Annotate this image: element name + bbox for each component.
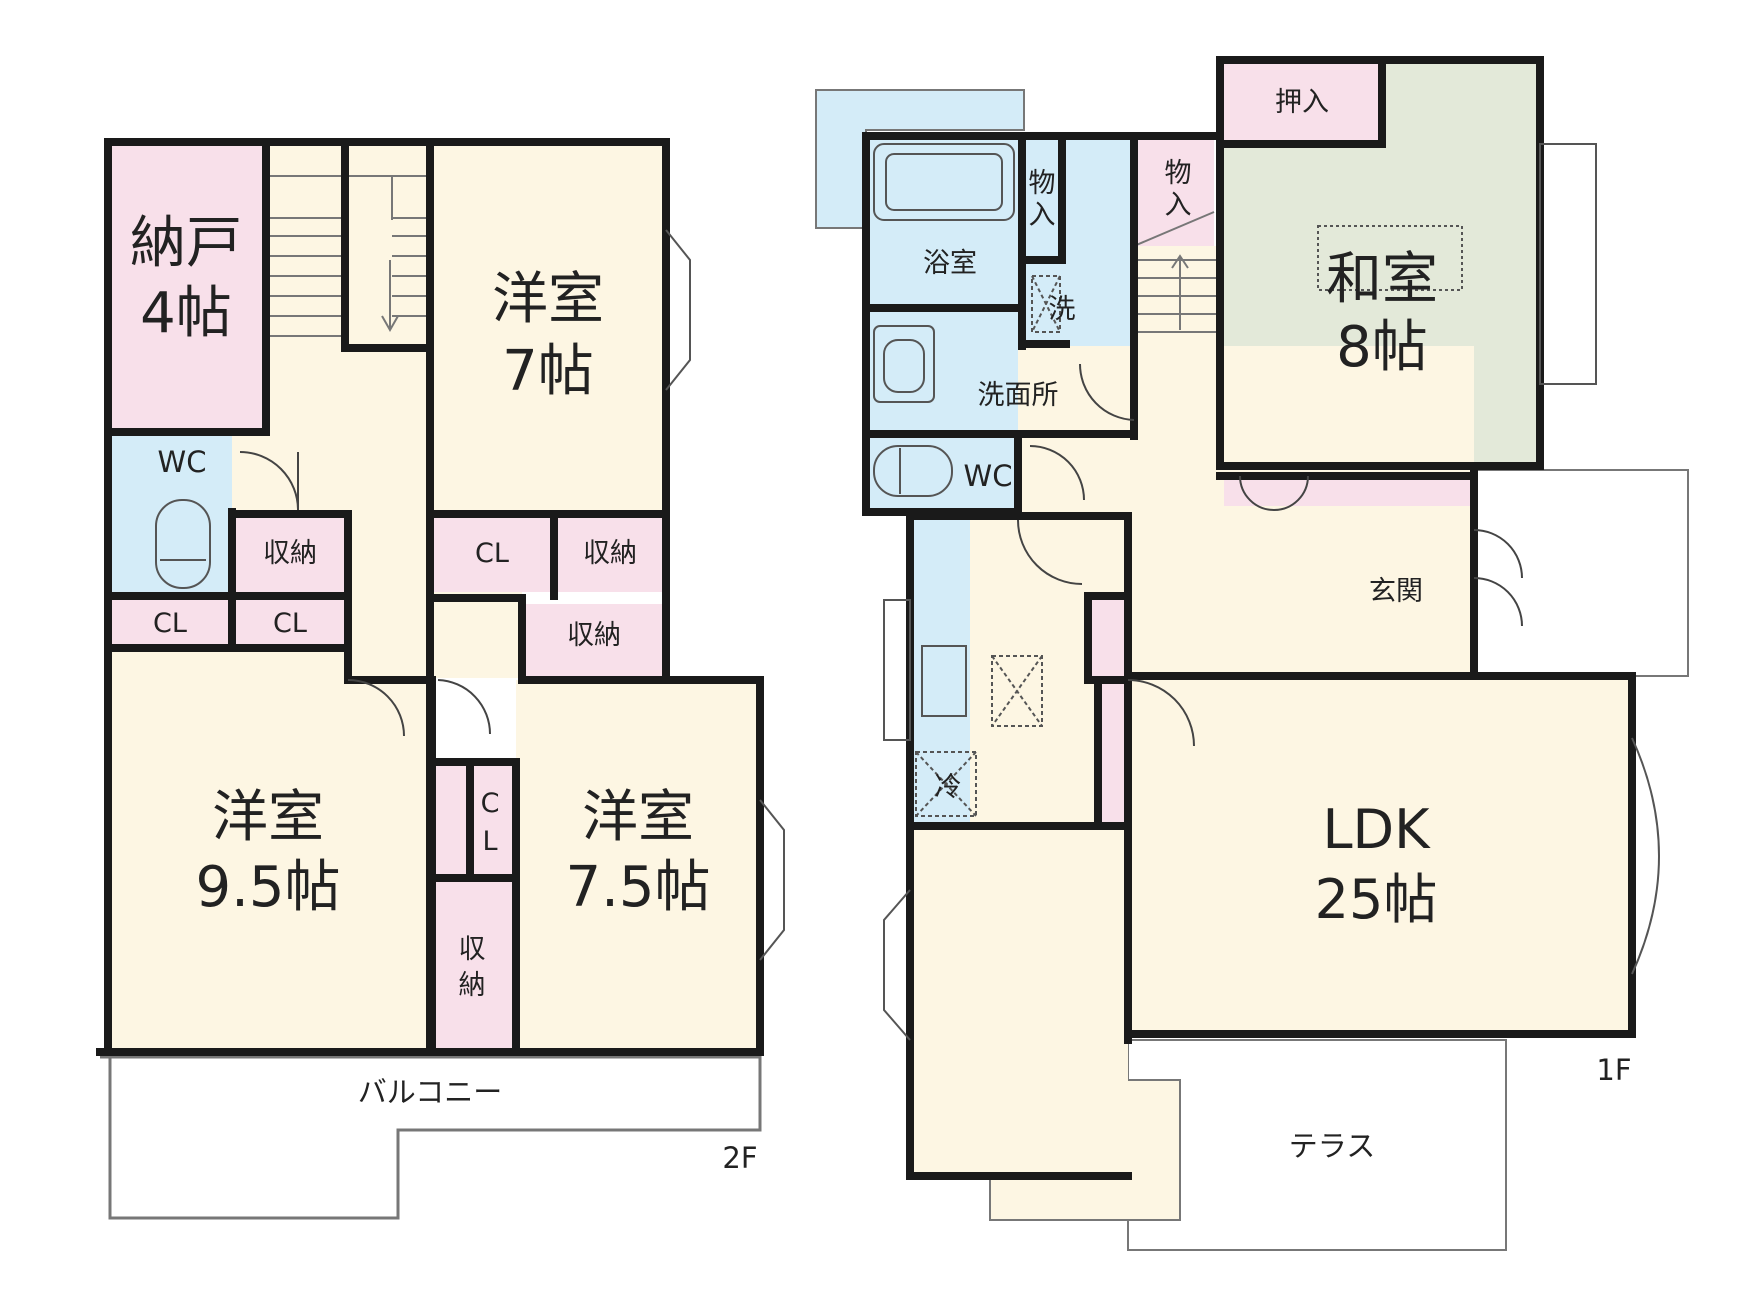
window-washitsu <box>1539 143 1597 385</box>
window-kitchen <box>883 599 911 741</box>
cl-v-c: C <box>481 788 500 819</box>
stairs-1f <box>1133 211 1216 333</box>
genkan-label: 玄関 <box>1369 576 1423 607</box>
storage-2f-c-label: 収納 <box>567 620 621 651</box>
monoire-2-b: 入 <box>1165 190 1192 221</box>
storage-2f-b-label: 収納 <box>583 538 637 569</box>
hall-2f <box>232 436 348 514</box>
genkan <box>1322 506 1474 676</box>
cl-2f-a <box>430 514 554 592</box>
bath-room <box>866 136 1022 308</box>
wc-1f-label: WC <box>964 459 1013 493</box>
storage-v-2f <box>436 882 516 1052</box>
toilet-1f-icon <box>873 445 953 497</box>
wc-1f <box>866 436 1018 512</box>
ldk-name: LDK <box>1322 798 1431 861</box>
storage-2f-c <box>522 604 666 676</box>
monoire-1-b: 入 <box>1029 200 1056 231</box>
monoire-1-a: 物 <box>1029 168 1056 199</box>
nando-room <box>108 142 266 430</box>
bay-window-1f-ldk <box>1631 737 1660 975</box>
western-95-name: 洋室 <box>212 785 324 850</box>
bath-deck <box>815 89 1025 229</box>
bathtub-icon <box>873 143 1015 221</box>
sink-icon <box>873 325 935 403</box>
laundry-icon <box>1031 275 1061 333</box>
balcony-label: バルコニー <box>358 1075 502 1109</box>
ldk-room <box>1128 676 1632 1034</box>
skylight-icon <box>991 655 1043 727</box>
doors-2f <box>239 451 491 737</box>
storage-v-2: 納 <box>459 970 486 1001</box>
terrace-label: テラス <box>1289 1129 1375 1163</box>
cl-2f-c <box>232 600 344 646</box>
cl-v-l: L <box>482 826 497 857</box>
cl-2f-c-label: CL <box>273 608 307 639</box>
shoe-storage <box>1224 476 1474 506</box>
western-room-75 <box>516 680 760 1052</box>
cl-2f-a-label: CL <box>475 538 509 569</box>
nando-size: 4帖 <box>140 281 232 346</box>
pantry-b <box>1100 680 1128 822</box>
fridge-label: 冷 <box>935 772 962 803</box>
monoire-2-a: 物 <box>1165 158 1192 189</box>
stove-icon <box>921 645 967 717</box>
washitsu-size: 8帖 <box>1336 315 1428 380</box>
balcony <box>100 1055 762 1220</box>
storage-2f-a <box>236 514 344 592</box>
wc-2f <box>108 436 232 592</box>
entry-porch <box>1473 469 1689 677</box>
walls-2f <box>96 138 764 1056</box>
western-7-name: 洋室 <box>492 267 604 332</box>
bath-label: 浴室 <box>923 248 977 279</box>
cl-2f-b <box>108 600 232 646</box>
storage-2f-a-label: 収納 <box>263 538 317 569</box>
bay-window-2f-a <box>665 229 691 391</box>
western-75-name: 洋室 <box>582 785 694 850</box>
western-room-95 <box>108 650 430 1052</box>
ldk-size: 25帖 <box>1315 868 1438 931</box>
monoire-2 <box>1134 136 1214 246</box>
storage-v-1: 収 <box>459 934 486 965</box>
cl-2f-b-label: CL <box>153 608 187 639</box>
wc-2f-label: WC <box>158 445 207 479</box>
nando-name: 納戸 <box>130 211 242 276</box>
western-7-size: 7帖 <box>502 339 594 404</box>
wash-label: 洗 <box>1049 294 1076 325</box>
storage-2f-b <box>554 514 666 592</box>
floor-2f: 納戸 4帖 WC 洋室 7帖 収納 CL 収納 収納 CL CL 洋室 9.5帖… <box>96 138 785 1220</box>
bay-window-1f-dining <box>883 889 911 1041</box>
western-95-size: 9.5帖 <box>195 855 340 920</box>
western-75-size: 7.5帖 <box>565 855 710 920</box>
fridge-icon <box>915 751 977 817</box>
western-room-7 <box>430 142 666 514</box>
floor-1f-label: 1F <box>1596 1053 1631 1087</box>
toilet-2f-icon <box>155 499 211 589</box>
tokonoma-icon <box>1317 225 1463 291</box>
floor-1f: 押入 物 入 物 入 浴室 洗 洗面所 WC 和室 8帖 玄関 冷 LDK 25… <box>815 56 1689 1251</box>
oshiire-label: 押入 <box>1275 87 1329 118</box>
doors-1f <box>1017 363 1523 747</box>
oshiire <box>1220 60 1382 144</box>
floor-2f-label: 2F <box>722 1141 757 1175</box>
dining-room <box>910 826 1128 1176</box>
bay-window-2f-b <box>759 799 785 961</box>
washitsu-name: 和室 <box>1326 247 1438 312</box>
washroom-label: 洗面所 <box>978 380 1059 411</box>
pantry-a <box>1088 596 1128 680</box>
